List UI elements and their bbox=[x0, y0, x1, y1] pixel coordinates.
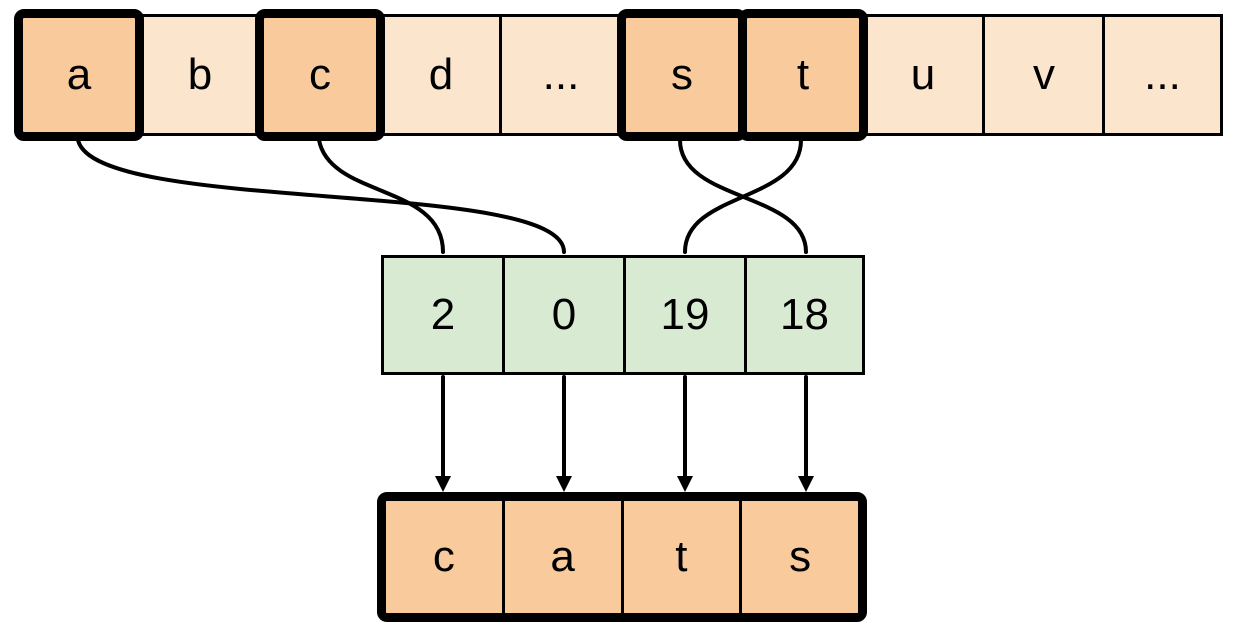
cell-label: c bbox=[309, 50, 331, 99]
curve-c-to-index-2 bbox=[317, 138, 445, 254]
index-cell-19: 19 bbox=[623, 255, 747, 375]
output-cell-s: s bbox=[739, 501, 858, 613]
output-cell-c: c bbox=[386, 501, 502, 613]
index-row: 2 0 19 18 bbox=[381, 255, 865, 375]
cell-label: a bbox=[550, 532, 575, 581]
cell-label: d bbox=[428, 50, 454, 99]
alphabet-cell-b: b bbox=[138, 14, 262, 136]
index-cell-2: 2 bbox=[381, 255, 505, 375]
cell-label: s bbox=[789, 532, 812, 581]
output-row: c a t s bbox=[377, 492, 867, 622]
alphabet-cell-u: u bbox=[861, 14, 985, 136]
cell-label: t bbox=[796, 50, 810, 99]
cell-label: c bbox=[432, 532, 455, 581]
cell-label: 19 bbox=[660, 290, 710, 339]
arrow-index-0-to-a bbox=[556, 375, 572, 492]
cell-label: ... bbox=[542, 50, 580, 99]
cell-label: 2 bbox=[430, 290, 456, 339]
alphabet-cell-ellipsis-2: ... bbox=[1102, 14, 1223, 136]
cell-label: v bbox=[1033, 50, 1055, 99]
arrow-index-19-to-t bbox=[677, 375, 693, 492]
cell-label: a bbox=[66, 50, 92, 99]
output-cell-a: a bbox=[501, 501, 621, 613]
alphabet-cell-t: t bbox=[738, 9, 868, 141]
curve-a-to-index-0 bbox=[76, 138, 566, 254]
index-cell-0: 0 bbox=[502, 255, 626, 375]
alphabet-cell-ellipsis-1: ... bbox=[499, 14, 623, 136]
index-cell-18: 18 bbox=[744, 255, 865, 375]
arrow-index-2-to-c bbox=[435, 375, 451, 492]
alphabet-row: a b c d ... s t u v ... bbox=[14, 9, 1223, 141]
alphabet-cell-s: s bbox=[617, 9, 747, 141]
alphabet-cell-a: a bbox=[14, 9, 144, 141]
cell-label: b bbox=[187, 50, 213, 99]
alphabet-cell-c: c bbox=[255, 9, 385, 141]
cell-label: ... bbox=[1144, 50, 1181, 99]
cell-label: 0 bbox=[551, 290, 577, 339]
cell-label: 18 bbox=[780, 290, 829, 339]
arrow-index-18-to-s bbox=[798, 375, 814, 492]
cell-label: u bbox=[910, 50, 936, 99]
alphabet-cell-v: v bbox=[982, 14, 1106, 136]
cell-label: s bbox=[671, 50, 693, 99]
output-cell-t: t bbox=[620, 501, 740, 613]
curve-t-to-index-19 bbox=[683, 138, 803, 254]
alphabet-cell-d: d bbox=[379, 14, 503, 136]
cell-label: t bbox=[675, 532, 688, 581]
